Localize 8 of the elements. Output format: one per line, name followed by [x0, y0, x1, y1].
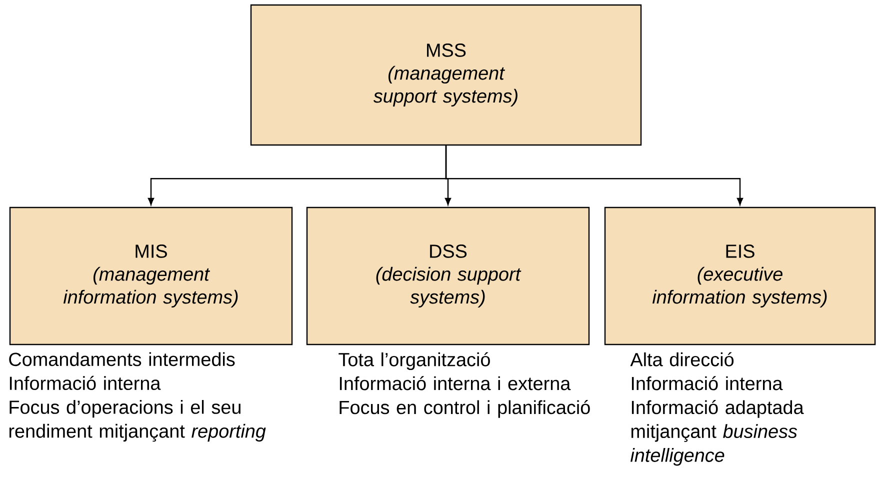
system-box: MSS (management support systems)	[250, 4, 642, 146]
system-box: MIS (management information systems)	[9, 206, 293, 346]
description-text: Alta direcció Informació interna Informació adaptada mitjançant business intelligence	[630, 352, 804, 466]
description-text: Comandaments intermedis Informació interna Focus d’operacions i el seu rendiment mitjançant reporting	[9, 352, 266, 442]
system-box: DSS (decision support systems)	[306, 206, 590, 346]
arrow	[445, 146, 744, 206]
description-text: Tota l’organització Informació interna i externa Focus en control i planificació	[338, 352, 590, 418]
system-box: EIS (executive information systems)	[604, 206, 876, 346]
